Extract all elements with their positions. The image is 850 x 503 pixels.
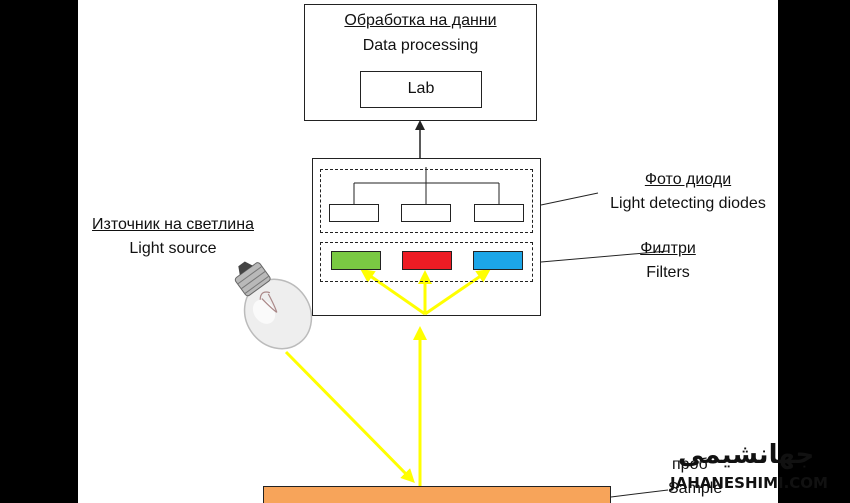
- light-beams: [284, 269, 491, 486]
- diode-3: [474, 204, 524, 222]
- diodes-leader: [540, 192, 599, 206]
- lab-box: [360, 71, 482, 108]
- filters-label-bg: Филтри: [640, 240, 696, 257]
- diodes-label-bg: Фото диоди: [644, 171, 732, 188]
- sample-leader: [610, 489, 669, 498]
- diagram-canvas: Обработка на данни Data processing Lab Ф…: [78, 0, 778, 503]
- watermark-url-text: JAHANESHIMI.COM: [670, 474, 828, 492]
- diagram-lines: [234, 120, 669, 498]
- filter-blue: [473, 251, 523, 270]
- watermark-url: JAHANESHIMI.COM: [670, 474, 828, 492]
- diodes-label-en: Light detecting diodes: [610, 195, 766, 212]
- filters-group: [320, 242, 533, 282]
- filter-green: [331, 251, 381, 270]
- processing-title-en: Data processing: [362, 37, 479, 54]
- diodes-group: [320, 169, 533, 233]
- detector-box: [312, 158, 541, 316]
- watermark-logo-text: جهانشیمی: [678, 440, 815, 470]
- diode-1: [329, 204, 379, 222]
- light-source-label-bg: Източник на светлина: [92, 216, 254, 233]
- watermark-logo: جهانشیمی JAHANESHIMI.COM: [670, 440, 830, 495]
- sample-label-bg: проб: [672, 456, 708, 473]
- filters-leader: [540, 250, 669, 263]
- sample-label-en: Sample: [668, 480, 723, 497]
- filters-label-en: Filters: [646, 264, 690, 281]
- light-bulb-icon: [234, 261, 313, 350]
- filter-red: [402, 251, 452, 270]
- diode-2: [401, 204, 451, 222]
- lab-label: Lab: [407, 80, 435, 97]
- sample-block: [263, 486, 611, 503]
- light-source-label-en: Light source: [129, 240, 217, 257]
- processing-title-bg: Обработка на данни: [344, 12, 497, 29]
